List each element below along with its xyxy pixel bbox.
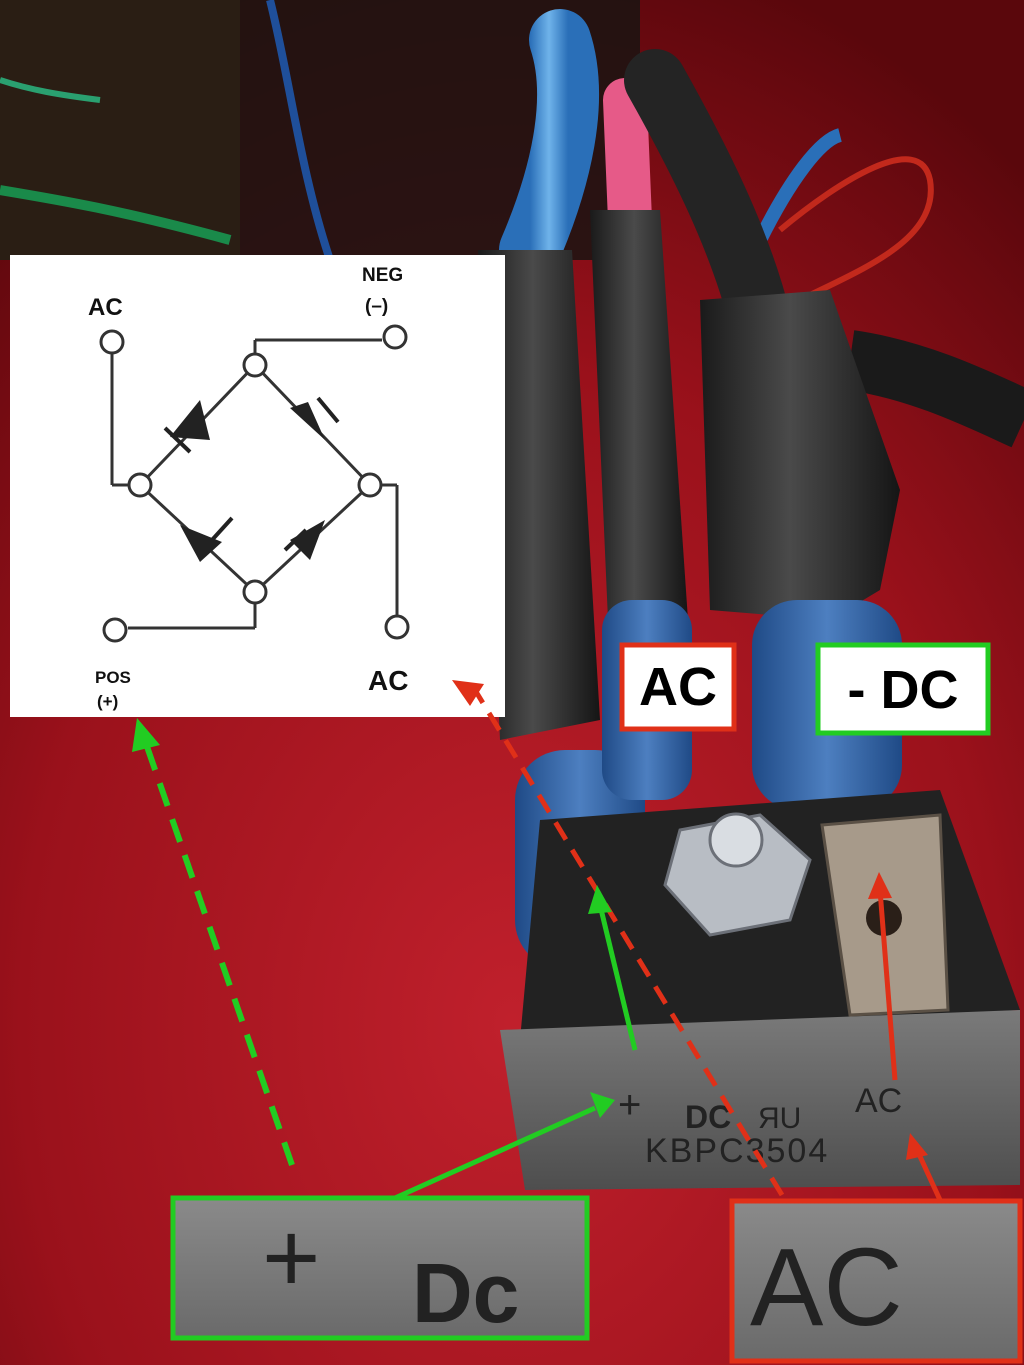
schematic-label-neg: NEG — [362, 265, 403, 286]
zoom-ac: AC — [750, 1226, 903, 1349]
ac-callout-box — [619, 642, 737, 732]
terminal-neg — [382, 324, 408, 350]
green-dashed-arrowhead — [132, 718, 160, 752]
rectifier-ac: AC — [855, 1082, 902, 1120]
blue-wire-main — [499, 9, 600, 281]
schematic-label-pos-sign: (+) — [97, 692, 118, 711]
ac-zoom-box — [729, 1198, 1023, 1364]
green-wire-2 — [0, 77, 101, 103]
right-sleeve — [700, 290, 900, 620]
neg-dc-callout: - DC — [815, 642, 991, 736]
left-sleeve — [478, 250, 600, 740]
blue-wire-thin — [266, 0, 334, 262]
green-arrow-to-plus — [393, 1092, 615, 1201]
green-dashed-arrow — [132, 718, 295, 1166]
green-wire — [0, 185, 232, 245]
ac-callout: AC — [619, 642, 737, 732]
plus-dc-zoom-box — [170, 1195, 590, 1341]
green-arrow-to-boot — [588, 885, 638, 1051]
green-arrowhead-boot — [588, 885, 612, 914]
schematic-label-pos: POS — [95, 668, 131, 687]
schematic-label-ac-top: AC — [88, 294, 123, 321]
diode-top-right — [290, 402, 325, 440]
schematic-label-neg-sign: (–) — [365, 296, 388, 317]
neg-dc-callout-label: - DC — [848, 660, 959, 720]
green-arrowhead-plus — [590, 1092, 615, 1118]
node-top — [242, 352, 268, 378]
black-harness — [845, 330, 1024, 448]
red-arrow-to-ac-marking — [906, 1133, 943, 1202]
red-wire — [778, 156, 934, 303]
nut-hole — [708, 812, 764, 868]
hex-nut — [663, 813, 812, 937]
red-dashed-arrowhead — [452, 680, 484, 706]
terminal-pos — [102, 617, 128, 643]
rectifier-dc: DC — [685, 1099, 731, 1135]
neg-dc-callout-box — [815, 642, 991, 736]
red-dashed-arrow — [452, 680, 785, 1197]
pink-wire — [603, 78, 652, 242]
middle-sleeve — [590, 210, 688, 620]
plus-dc-zoom-inset: + Dc — [170, 1195, 590, 1341]
node-bottom — [242, 579, 268, 605]
node-left — [127, 472, 153, 498]
black-wire-main — [624, 49, 791, 351]
rectifier-ul-mark: ЯU — [758, 1102, 801, 1135]
blue-wire-right — [753, 128, 843, 244]
diode-bottom-right — [290, 520, 325, 560]
rectifier-model: KBPC3504 — [645, 1132, 829, 1170]
red-arrowhead-spade — [868, 872, 892, 899]
diode-top-left — [170, 400, 210, 440]
rectifier-body — [500, 1010, 1020, 1190]
ac-zoom-inset: AC — [729, 1198, 1023, 1364]
node-right — [357, 472, 383, 498]
red-arrowhead-ac-marking — [906, 1133, 928, 1160]
terminal-ac-bottom — [384, 614, 410, 640]
rectifier-plus: + — [618, 1083, 641, 1127]
ac-callout-label: AC — [639, 657, 717, 717]
diode-bottom-left — [180, 525, 222, 562]
terminal-ac-top — [99, 329, 125, 355]
zoom-dc: Dc — [412, 1246, 519, 1340]
bridge-schematic: AC NEG (–) POS (+) AC — [10, 255, 505, 717]
schematic-label-ac-bottom: AC — [368, 665, 408, 696]
dark-left-area — [0, 0, 240, 260]
red-arrow-to-spade — [868, 872, 898, 1081]
zoom-plus: + — [262, 1202, 320, 1314]
schematic-background — [10, 255, 505, 717]
